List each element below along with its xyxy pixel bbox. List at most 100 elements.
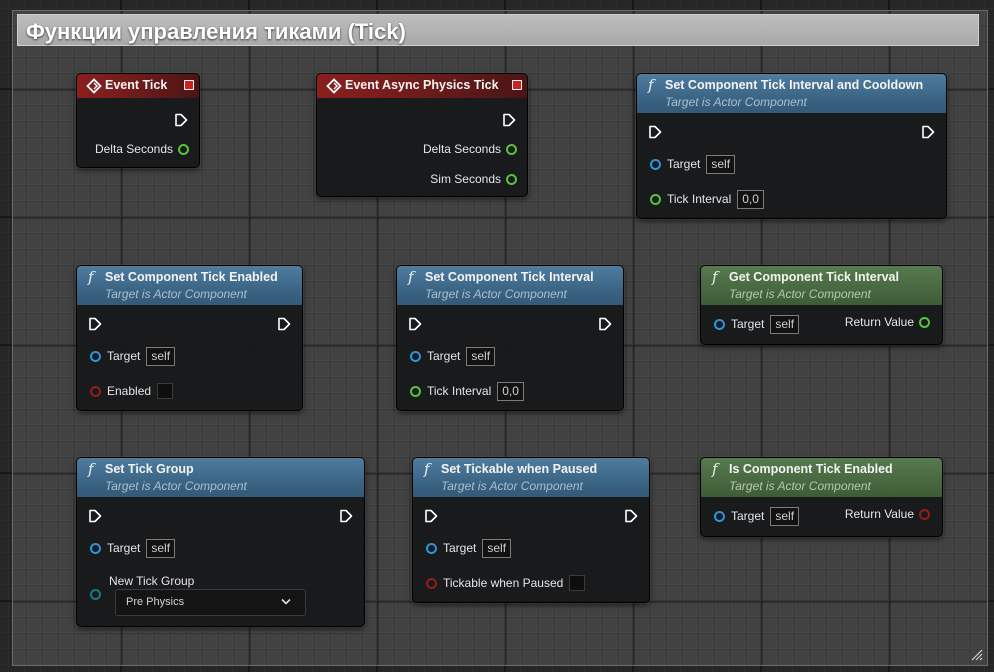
node-title: Set Tickable when Paused xyxy=(441,462,598,476)
pin-label-target: Target xyxy=(731,509,765,523)
node-title: Event Tick xyxy=(105,78,168,92)
node-header[interactable]: Event Tick xyxy=(77,74,199,98)
enabled-checkbox[interactable] xyxy=(157,383,174,399)
exec-in-pin-icon[interactable] xyxy=(88,509,102,523)
delegate-pin-icon[interactable] xyxy=(184,80,194,90)
target-value-field[interactable]: self xyxy=(706,154,736,174)
exec-in-pin-icon[interactable] xyxy=(88,317,102,331)
node-set-component-tick-enabled[interactable]: f Set Component Tick Enabled Target is A… xyxy=(76,265,303,411)
exec-out-pin-icon[interactable] xyxy=(277,317,291,331)
object-in-pin-icon[interactable] xyxy=(714,510,725,522)
node-subtitle: Target is Actor Component xyxy=(441,479,583,493)
function-icon: f xyxy=(88,268,94,286)
exec-out-pin-icon[interactable] xyxy=(598,317,612,331)
node-subtitle: Target is Actor Component xyxy=(425,287,567,301)
float-out-pin-icon[interactable] xyxy=(919,316,930,328)
node-header[interactable]: f Set Tickable when Paused Target is Act… xyxy=(413,458,649,497)
event-diamond-icon xyxy=(326,78,342,94)
function-icon: f xyxy=(424,460,430,478)
exec-in-pin-icon[interactable] xyxy=(408,317,422,331)
tick-interval-input[interactable]: 0,0 xyxy=(737,189,764,209)
pin-label-target: Target xyxy=(107,349,141,363)
node-header[interactable]: Event Async Physics Tick xyxy=(317,74,527,98)
function-icon: f xyxy=(88,460,94,478)
function-icon: f xyxy=(712,460,718,478)
node-header[interactable]: f Set Component Tick Interval and Cooldo… xyxy=(637,74,946,113)
node-set-component-tick-interval-and-cooldown[interactable]: f Set Component Tick Interval and Cooldo… xyxy=(636,73,947,219)
node-header[interactable]: f Get Component Tick Interval Target is … xyxy=(701,266,942,305)
exec-out-pin-icon[interactable] xyxy=(502,113,516,127)
node-is-component-tick-enabled[interactable]: f Is Component Tick Enabled Target is Ac… xyxy=(700,457,943,537)
pin-label-delta-seconds: Delta Seconds xyxy=(94,142,173,156)
pin-label-tick-interval: Tick Interval xyxy=(427,384,492,398)
node-title: Set Component Tick Enabled xyxy=(105,270,278,284)
resize-handle-icon[interactable] xyxy=(969,647,983,661)
pin-label-delta-seconds: Delta Seconds xyxy=(422,142,501,156)
tick-interval-input[interactable]: 0,0 xyxy=(497,381,524,401)
node-title: Event Async Physics Tick xyxy=(345,78,499,92)
object-in-pin-icon[interactable] xyxy=(90,542,101,554)
bool-in-pin-icon[interactable] xyxy=(90,385,101,397)
node-title: Is Component Tick Enabled xyxy=(729,462,893,476)
chevron-down-icon xyxy=(281,598,291,605)
exec-out-pin-icon[interactable] xyxy=(624,509,638,523)
node-header[interactable]: f Is Component Tick Enabled Target is Ac… xyxy=(701,458,942,497)
node-subtitle: Target is Actor Component xyxy=(729,479,871,493)
exec-in-pin-icon[interactable] xyxy=(424,509,438,523)
exec-out-pin-icon[interactable] xyxy=(339,509,353,523)
float-out-pin-icon[interactable] xyxy=(178,143,189,155)
exec-out-pin-icon[interactable] xyxy=(174,113,188,127)
object-in-pin-icon[interactable] xyxy=(410,350,421,362)
exec-out-pin-icon[interactable] xyxy=(921,125,935,139)
enum-in-pin-icon[interactable] xyxy=(90,588,101,600)
node-event-tick[interactable]: Event Tick Delta Seconds xyxy=(76,73,200,168)
function-icon: f xyxy=(408,268,414,286)
pin-label-sim-seconds: Sim Seconds xyxy=(430,172,501,186)
node-header[interactable]: f Set Tick Group Target is Actor Compone… xyxy=(77,458,364,497)
object-in-pin-icon[interactable] xyxy=(426,542,437,554)
pin-label-new-tick-group: New Tick Group xyxy=(109,574,195,588)
node-set-component-tick-interval[interactable]: f Set Component Tick Interval Target is … xyxy=(396,265,624,411)
node-title: Set Component Tick Interval and Cooldown xyxy=(665,78,924,92)
object-in-pin-icon[interactable] xyxy=(714,318,725,330)
object-in-pin-icon[interactable] xyxy=(90,350,101,362)
pin-label-target: Target xyxy=(107,541,141,555)
tick-group-dropdown[interactable]: Pre Physics xyxy=(115,589,306,616)
comment-title[interactable]: Функции управления тиками (Tick) xyxy=(17,14,979,46)
object-in-pin-icon[interactable] xyxy=(650,158,661,170)
node-header[interactable]: f Set Component Tick Interval Target is … xyxy=(397,266,623,305)
node-title: Set Component Tick Interval xyxy=(425,270,594,284)
tickable-when-paused-checkbox[interactable] xyxy=(569,575,586,591)
float-in-pin-icon[interactable] xyxy=(410,385,421,397)
function-icon: f xyxy=(712,268,718,286)
node-subtitle: Target is Actor Component xyxy=(105,287,247,301)
float-out-pin-icon[interactable] xyxy=(506,143,517,155)
node-set-tickable-when-paused[interactable]: f Set Tickable when Paused Target is Act… xyxy=(412,457,650,603)
node-subtitle: Target is Actor Component xyxy=(729,287,871,301)
target-value-field[interactable]: self xyxy=(770,314,800,334)
target-value-field[interactable]: self xyxy=(770,506,800,526)
float-in-pin-icon[interactable] xyxy=(650,193,661,205)
exec-in-pin-icon[interactable] xyxy=(648,125,662,139)
bool-out-pin-icon[interactable] xyxy=(919,508,930,520)
node-set-tick-group[interactable]: f Set Tick Group Target is Actor Compone… xyxy=(76,457,365,627)
target-value-field[interactable]: self xyxy=(146,346,176,366)
delegate-pin-icon[interactable] xyxy=(512,80,522,90)
pin-label-target: Target xyxy=(667,157,701,171)
node-header[interactable]: f Set Component Tick Enabled Target is A… xyxy=(77,266,302,305)
node-title: Get Component Tick Interval xyxy=(729,270,899,284)
node-title: Set Tick Group xyxy=(105,462,194,476)
bool-in-pin-icon[interactable] xyxy=(426,577,437,589)
pin-label-tick-interval: Tick Interval xyxy=(667,192,732,206)
node-event-async-physics-tick[interactable]: Event Async Physics Tick Delta Seconds S… xyxy=(316,73,528,197)
target-value-field[interactable]: self xyxy=(146,538,176,558)
pin-label-target: Target xyxy=(443,541,477,555)
dropdown-selected-value: Pre Physics xyxy=(126,596,185,608)
target-value-field[interactable]: self xyxy=(482,538,512,558)
pin-label-target: Target xyxy=(427,349,461,363)
float-out-pin-icon[interactable] xyxy=(506,173,517,185)
target-value-field[interactable]: self xyxy=(466,346,496,366)
pin-label-tickable-when-paused: Tickable when Paused xyxy=(443,576,564,590)
pin-label-return-value: Return Value xyxy=(844,507,914,521)
node-get-component-tick-interval[interactable]: f Get Component Tick Interval Target is … xyxy=(700,265,943,345)
